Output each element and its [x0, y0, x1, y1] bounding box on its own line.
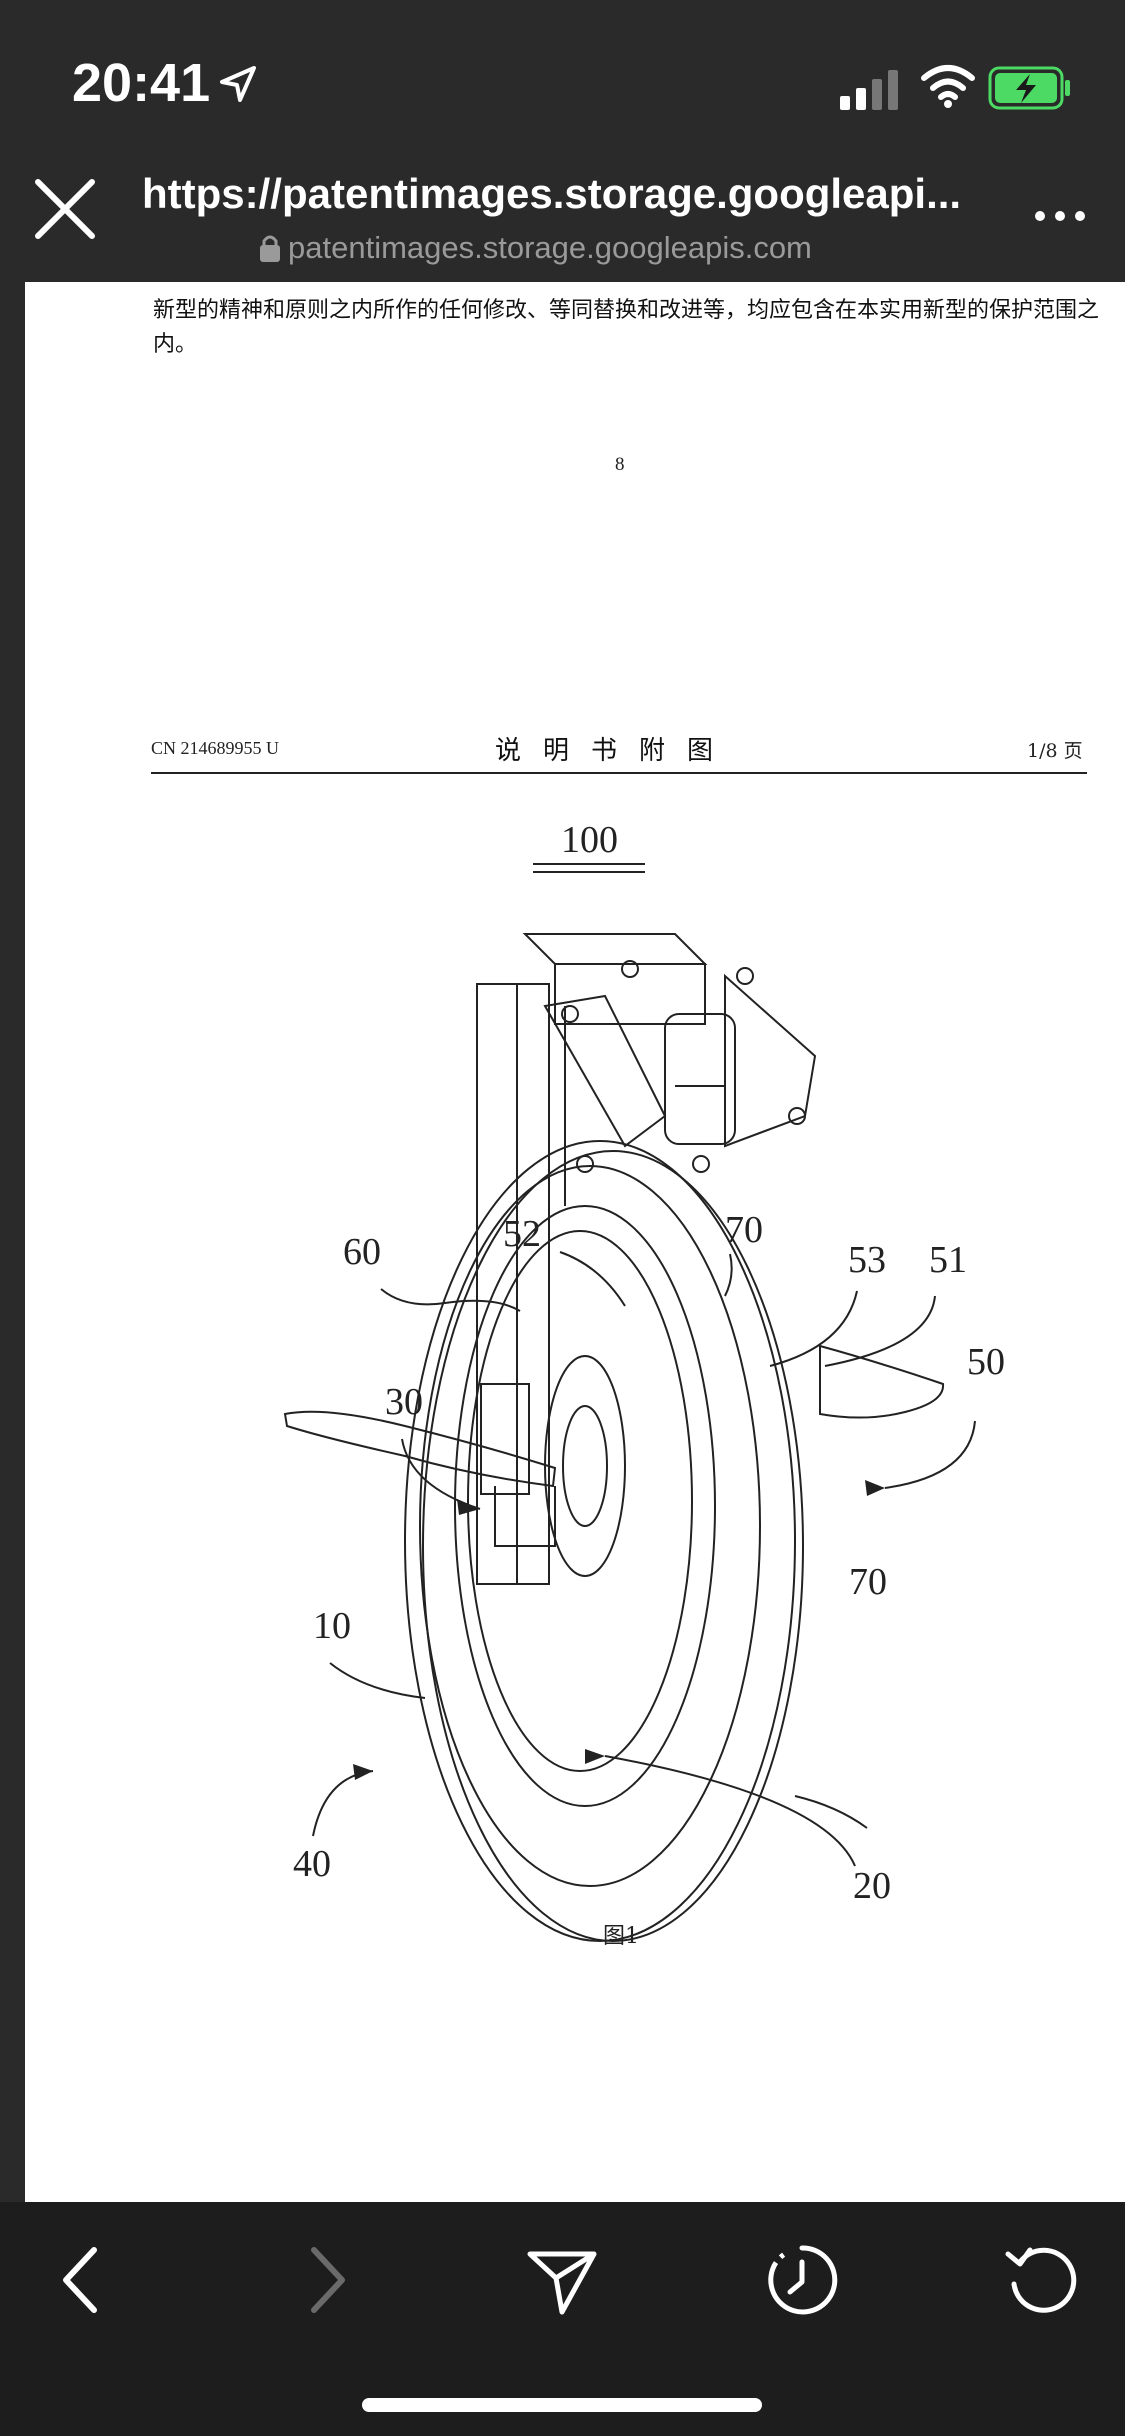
cellular-signal-icon	[840, 70, 898, 110]
status-time: 20:41	[72, 53, 211, 113]
back-icon[interactable]	[44, 2240, 124, 2320]
ref-label-51: 51	[929, 1239, 967, 1281]
share-icon[interactable]	[522, 2240, 602, 2320]
previous-page-number: 8	[615, 454, 625, 475]
close-icon[interactable]	[34, 178, 96, 240]
url-title[interactable]: https://patentimages.storage.googleapi..…	[142, 170, 962, 217]
wifi-icon	[921, 65, 975, 108]
ref-label-30: 30	[385, 1381, 423, 1423]
location-arrow-icon	[220, 66, 256, 102]
header-rule	[151, 772, 1087, 774]
ref-label-70-bottom: 70	[849, 1561, 887, 1603]
document-viewer[interactable]: 新型的精神和原则之内所作的任何修改、等同替换和改进等，均应包含在本实用新型的保护…	[0, 282, 1125, 2202]
battery-charging-icon	[988, 66, 1070, 110]
bottom-toolbar	[0, 2202, 1125, 2436]
more-icon[interactable]	[1032, 196, 1088, 236]
ref-label-20: 20	[853, 1865, 891, 1907]
patent-drawing-unicycle: 100 60 52 70 53 51 50 30 10 40 20 70	[283, 819, 1005, 1942]
patent-number: CN 214689955 U	[151, 738, 280, 758]
forward-icon[interactable]	[284, 2240, 364, 2320]
ref-label-40: 40	[293, 1843, 331, 1885]
ref-label-50: 50	[967, 1341, 1005, 1383]
previous-page-text: 新型的精神和原则之内所作的任何修改、等同替换和改进等，均应包含在本实用新型的保护…	[153, 298, 1100, 357]
ref-label-53: 53	[848, 1239, 886, 1281]
ref-label-100: 100	[561, 819, 618, 861]
url-domain: patentimages.storage.googleapis.com	[288, 230, 812, 265]
ref-label-60: 60	[343, 1231, 381, 1273]
ref-label-52: 52	[503, 1213, 541, 1255]
lock-icon	[260, 235, 280, 262]
ref-label-10: 10	[313, 1605, 351, 1647]
history-icon[interactable]	[762, 2240, 842, 2320]
page-indicator: 1/8 页	[1027, 740, 1083, 762]
reload-icon[interactable]	[1002, 2240, 1082, 2320]
browser-nav-bar	[0, 150, 1125, 282]
current-page: CN 214689955 U 说明书附图 1/8 页	[25, 656, 1125, 2202]
header-title: 说明书附图	[495, 736, 736, 766]
home-indicator	[362, 2398, 762, 2412]
figure-caption: 图1	[603, 1924, 639, 1949]
ref-label-70-top: 70	[725, 1209, 763, 1251]
status-bar	[0, 0, 1125, 150]
